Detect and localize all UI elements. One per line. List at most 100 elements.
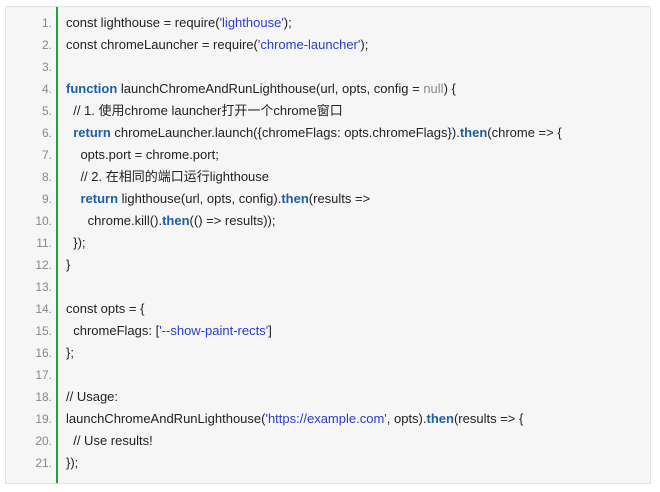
line-number: 5. bbox=[41, 104, 52, 118]
code-text: chrome.kill().then(() => results)); bbox=[66, 210, 646, 232]
code-token: opts.port = chrome.port; bbox=[66, 147, 219, 162]
code-line: 17. bbox=[6, 364, 650, 386]
code-line: 19. launchChromeAndRunLighthouse('https:/… bbox=[6, 408, 650, 430]
code-text: }); bbox=[66, 452, 646, 474]
code-text: // Use results! bbox=[66, 430, 646, 452]
code-literal: null bbox=[423, 81, 444, 96]
line-number: 1. bbox=[41, 16, 52, 30]
code-line: 7. opts.port = chrome.port; bbox=[6, 144, 650, 166]
code-token: const lighthouse = require( bbox=[66, 15, 220, 30]
code-token: ) { bbox=[443, 81, 456, 96]
code-line: 18. // Usage: bbox=[6, 386, 650, 408]
code-string: 'lighthouse' bbox=[219, 15, 284, 30]
code-line: 13. bbox=[6, 276, 650, 298]
code-token: ); bbox=[360, 37, 369, 52]
code-token: } bbox=[66, 257, 71, 272]
code-text: const lighthouse = require('lighthouse')… bbox=[66, 12, 646, 34]
code-line: 6. return chromeLauncher.launch({chromeF… bbox=[6, 122, 650, 144]
line-number: 19. bbox=[35, 412, 52, 426]
code-token bbox=[66, 191, 80, 206]
code-string: 'chrome-launcher' bbox=[257, 37, 361, 52]
code-line: 5. // 1. 使用chrome launcher打开一个chrome窗口 bbox=[6, 100, 650, 122]
code-token: // Use results! bbox=[66, 433, 153, 448]
code-text: // 1. 使用chrome launcher打开一个chrome窗口 bbox=[66, 100, 646, 122]
code-keyword: then bbox=[459, 125, 488, 140]
line-number: 11. bbox=[36, 236, 52, 250]
code-line: 15. chromeFlags: ['--show-paint-rects'] bbox=[6, 320, 650, 342]
line-number: 3. bbox=[41, 60, 52, 74]
line-number: 6. bbox=[41, 126, 52, 140]
line-number: 21. bbox=[35, 456, 52, 470]
code-token: chromeFlags: [ bbox=[66, 323, 160, 338]
code-token: // Usage: bbox=[66, 389, 119, 404]
code-token: ] bbox=[268, 323, 272, 338]
code-text: const opts = { bbox=[66, 298, 646, 320]
code-line: 1. const lighthouse = require('lighthouse… bbox=[6, 12, 650, 34]
code-token: (chrome => { bbox=[487, 125, 562, 140]
code-text: opts.port = chrome.port; bbox=[66, 144, 646, 166]
code-keyword: return bbox=[73, 125, 111, 140]
line-number: 9. bbox=[41, 192, 52, 206]
line-number: 18. bbox=[35, 390, 52, 404]
line-number: 2. bbox=[41, 38, 52, 52]
code-token: const opts = { bbox=[66, 301, 145, 316]
line-number: 14. bbox=[35, 302, 52, 316]
code-string: 'https://example.com' bbox=[265, 411, 387, 426]
code-token: ); bbox=[283, 15, 292, 30]
code-token: (() => results)); bbox=[189, 213, 276, 228]
code-token: chromeLauncher.launch({chromeFlags: opts… bbox=[110, 125, 460, 140]
code-token: lighthouse(url, opts, config). bbox=[118, 191, 282, 206]
code-line: 10. chrome.kill().then(() => results)); bbox=[6, 210, 650, 232]
line-number: 16. bbox=[35, 346, 52, 360]
code-keyword: then bbox=[162, 213, 190, 228]
code-token: // 2. 在相同的端口运行lighthouse bbox=[66, 169, 270, 184]
code-block: 1. const lighthouse = require('lighthouse… bbox=[5, 6, 651, 484]
code-lines: 1. const lighthouse = require('lighthouse… bbox=[6, 12, 650, 474]
code-token: // 1. 使用chrome launcher打开一个chrome窗口 bbox=[66, 103, 343, 118]
line-number: 4. bbox=[41, 82, 52, 96]
code-token: (results => bbox=[308, 191, 371, 206]
code-line: 21.}); bbox=[6, 452, 650, 474]
line-number: 20. bbox=[35, 434, 52, 448]
code-string: '--show-paint-rects' bbox=[159, 323, 269, 338]
code-keyword: return bbox=[80, 191, 119, 206]
code-token: chrome.kill(). bbox=[66, 213, 163, 228]
line-number: 17. bbox=[35, 368, 52, 382]
line-number: 10. bbox=[35, 214, 52, 228]
code-token: launchChromeAndRunLighthouse( bbox=[66, 411, 266, 426]
code-token: const chromeLauncher = require( bbox=[66, 37, 258, 52]
code-line: 8. // 2. 在相同的端口运行lighthouse bbox=[6, 166, 650, 188]
code-text: function launchChromeAndRunLighthouse(ur… bbox=[66, 78, 646, 100]
code-text: launchChromeAndRunLighthouse('https://ex… bbox=[66, 408, 646, 430]
code-line: 4. function launchChromeAndRunLighthouse(… bbox=[6, 78, 650, 100]
code-text: // 2. 在相同的端口运行lighthouse bbox=[66, 166, 646, 188]
code-token: }); bbox=[66, 235, 86, 250]
code-line: 11. }); bbox=[6, 232, 650, 254]
code-text: }; bbox=[66, 342, 646, 364]
code-text: return lighthouse(url, opts, config).the… bbox=[66, 188, 646, 210]
code-keyword: function bbox=[66, 81, 118, 96]
line-number: 12. bbox=[35, 258, 52, 272]
code-line: 2. const chromeLauncher = require('chrome… bbox=[6, 34, 650, 56]
code-line: 9. return lighthouse(url, opts, config).… bbox=[6, 188, 650, 210]
code-text: const chromeLauncher = require('chrome-l… bbox=[66, 34, 646, 56]
code-line: 12.} bbox=[6, 254, 650, 276]
code-line: 3. bbox=[6, 56, 650, 78]
line-number-gutter bbox=[6, 7, 58, 483]
code-keyword: then bbox=[426, 411, 454, 426]
code-text: return chromeLauncher.launch({chromeFlag… bbox=[66, 122, 646, 144]
code-token: }); bbox=[66, 455, 79, 470]
code-token: launchChromeAndRunLighthouse(url, opts, … bbox=[117, 81, 424, 96]
line-number: 7. bbox=[41, 148, 52, 162]
code-token: }; bbox=[66, 345, 74, 360]
line-number: 13. bbox=[35, 280, 52, 294]
code-token: , opts). bbox=[386, 411, 427, 426]
code-text: // Usage: bbox=[66, 386, 646, 408]
code-text: } bbox=[66, 254, 646, 276]
code-text: }); bbox=[66, 232, 646, 254]
code-text: chromeFlags: ['--show-paint-rects'] bbox=[66, 320, 646, 342]
line-number: 8. bbox=[41, 170, 52, 184]
code-line: 14. const opts = { bbox=[6, 298, 650, 320]
code-keyword: then bbox=[281, 191, 309, 206]
line-number: 15. bbox=[35, 324, 52, 338]
